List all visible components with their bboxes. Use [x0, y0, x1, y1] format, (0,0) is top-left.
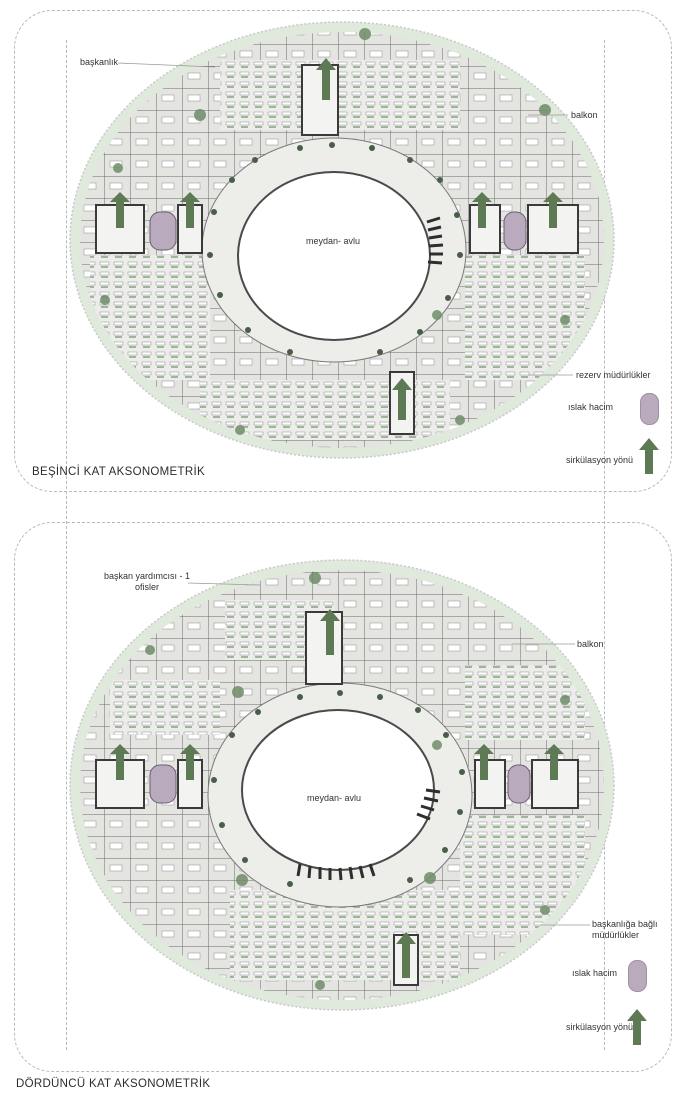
fourth-floor-title: DÖRDÜNCÜ KAT AKSONOMETRİK	[16, 1078, 211, 1090]
label-rezerv: rezerv müdürlükler	[576, 370, 651, 380]
guide-line-right	[604, 40, 605, 1050]
label-baskanliga-bagli: başkanlığa bağlı müdürlükler	[592, 919, 658, 940]
legend-circulation-label-bottom: sirkülasyon yönü	[566, 1022, 634, 1032]
label-balkon-bottom: balkon	[577, 639, 604, 649]
fourth-floor-plan	[69, 559, 615, 1011]
up-arrow-icon	[627, 1009, 647, 1045]
pill-icon	[628, 960, 647, 992]
legend-wet-label-bottom: ıslak hacim	[572, 968, 618, 978]
label-baskan-yardimcisi: başkan yardımcısı - 1 ofisler	[104, 571, 191, 592]
fifth-floor-title: BEŞİNCİ KAT AKSONOMETRİK	[32, 466, 205, 478]
legend-wet-label-top: ıslak hacim	[568, 402, 614, 412]
legend-circulation-label-top: sirkülasyon yönü	[566, 455, 634, 465]
fifth-floor-plan	[69, 21, 615, 459]
fourth-floor-panel	[14, 522, 672, 1072]
label-meydan-top: meydan- avlu	[306, 236, 361, 246]
label-balkon-top: balkon	[571, 110, 598, 120]
fifth-floor-panel	[14, 10, 672, 492]
label-baskanlik: başkanlık	[80, 57, 119, 67]
pill-icon	[640, 393, 659, 425]
guide-line-left	[66, 40, 67, 1050]
label-meydan-bottom: meydan- avlu	[307, 793, 362, 803]
up-arrow-icon	[639, 438, 659, 474]
